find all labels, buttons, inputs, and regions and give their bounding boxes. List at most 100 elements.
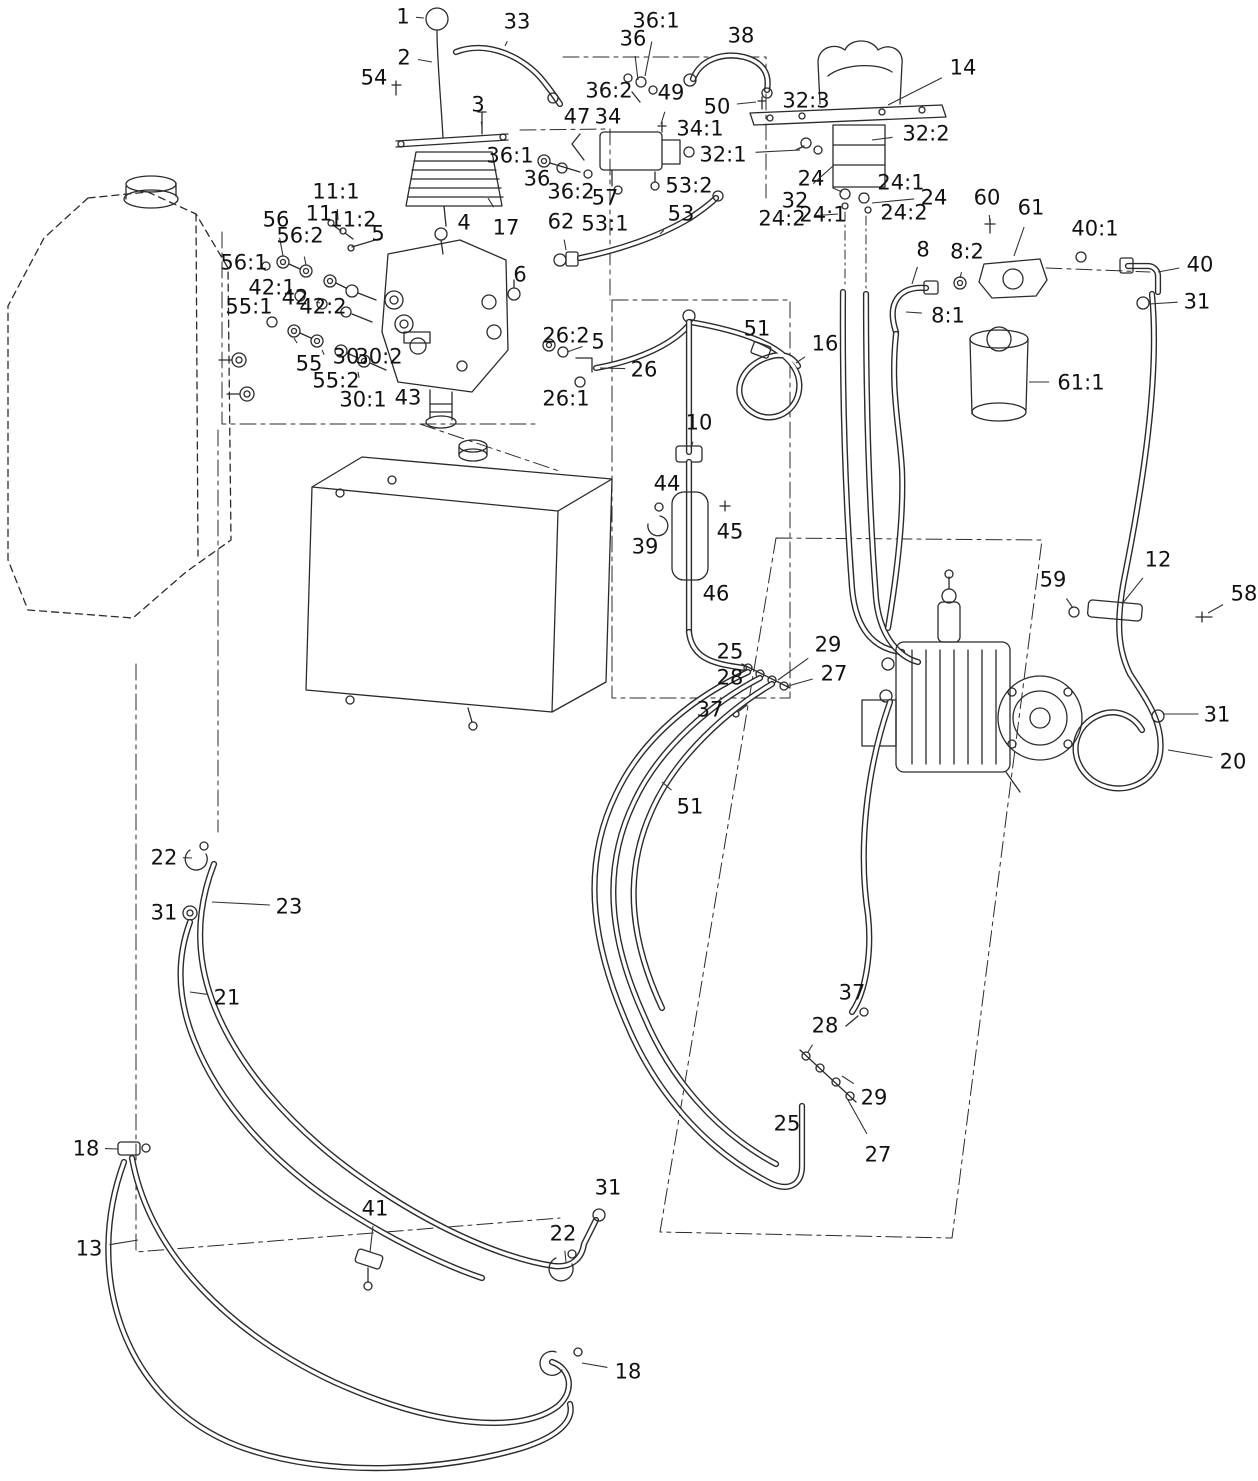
leader-41 [369, 1225, 374, 1253]
callout-23: 23 [276, 895, 303, 919]
leader-8 [911, 266, 918, 285]
leader-24 [832, 187, 843, 193]
callout-1: 1 [396, 5, 409, 29]
leader-33 [504, 40, 508, 47]
callout-45: 45 [717, 520, 744, 544]
callout-31: 31 [151, 901, 178, 925]
hose-10 [647, 309, 748, 672]
callout-11: 11 [306, 202, 333, 226]
callout-24: 24 [798, 167, 825, 191]
callout-27: 27 [865, 1143, 892, 1167]
hose-23 [197, 860, 606, 1270]
leader-21 [189, 991, 207, 995]
callout-55-1: 55:1 [225, 295, 272, 319]
leader-31 [1148, 301, 1178, 305]
fitting-18-left [117, 1141, 151, 1156]
leader-24-2 [814, 213, 839, 217]
callout-40: 40 [1187, 253, 1214, 277]
callout-17: 17 [493, 216, 520, 240]
leader-30-1 [357, 371, 360, 378]
callout-53: 53 [668, 202, 695, 226]
callout-8-1: 8:1 [931, 304, 965, 328]
callout-18: 18 [73, 1137, 100, 1161]
callout-32-3: 32:3 [782, 89, 829, 113]
clamp-12 [1068, 599, 1213, 623]
leader-1 [416, 16, 425, 19]
callout-40-1: 40:1 [1071, 217, 1118, 241]
leader-28 [807, 1044, 813, 1053]
leader-55 [293, 337, 298, 344]
callout-51: 51 [744, 317, 771, 341]
hose-33 [452, 44, 564, 108]
leader-5 [566, 345, 583, 353]
leader-56 [279, 237, 284, 257]
callout-42-2: 42:2 [299, 295, 346, 319]
callout-5: 5 [591, 330, 604, 354]
leader-56-2 [303, 256, 307, 266]
callout-58: 58 [1231, 582, 1258, 606]
callout-61: 61 [1018, 196, 1045, 220]
callout-56-1: 56:1 [220, 251, 267, 275]
oil-cooler [305, 439, 613, 731]
callout-34-1: 34:1 [676, 117, 723, 141]
callout-24: 24 [921, 186, 948, 210]
callout-18: 18 [615, 1360, 642, 1384]
callout-26-1: 26:1 [542, 387, 589, 411]
callout-31: 31 [1204, 703, 1231, 727]
callout-27: 27 [821, 662, 848, 686]
leader-29 [777, 657, 809, 681]
callout-26-2: 26:2 [542, 324, 589, 348]
callout-36-1: 36:1 [632, 9, 679, 33]
valve-assembly-14 [749, 40, 947, 291]
callout-3: 3 [471, 93, 484, 117]
callout-32-1: 32:1 [699, 143, 746, 167]
callout-14: 14 [950, 56, 977, 80]
callout-37: 37 [839, 981, 866, 1005]
valve-inlet-fittings [261, 219, 521, 371]
diagram-artwork [7, 7, 1213, 1472]
leader-10 [690, 441, 694, 449]
callout-59: 59 [1040, 568, 1067, 592]
callout-31: 31 [595, 1176, 622, 1200]
oil-filter-61-1 [969, 326, 1029, 422]
leader-27 [787, 678, 813, 687]
clamp-22-upper [184, 841, 209, 871]
callout-25: 25 [717, 640, 744, 664]
callout-22: 22 [151, 846, 178, 870]
leader-49 [660, 111, 666, 125]
callout-29: 29 [861, 1086, 888, 1110]
callout-13: 13 [76, 1237, 103, 1261]
callout-55-2: 55:2 [312, 369, 359, 393]
callout-28: 28 [812, 1014, 839, 1038]
callout-24-2: 24:2 [880, 201, 927, 225]
leader-53 [659, 229, 665, 235]
callout-38: 38 [728, 24, 755, 48]
callout-16: 16 [812, 332, 839, 356]
leader-29 [841, 1075, 855, 1085]
leader-11-1 [336, 209, 339, 221]
callout-26: 26 [631, 358, 658, 382]
leader-18 [581, 1362, 608, 1368]
callout-47: 47 [564, 105, 591, 129]
leader-24 [871, 198, 915, 204]
callout-36: 36 [524, 167, 551, 191]
leader-3 [480, 121, 483, 127]
leader-22 [564, 1250, 567, 1263]
leader-59 [1065, 598, 1074, 609]
callout-4: 4 [457, 211, 470, 235]
callout-28: 28 [717, 666, 744, 690]
callout-11-2: 11:2 [329, 208, 376, 232]
callout-5: 5 [371, 222, 384, 246]
leader-14 [887, 77, 943, 106]
tank-filler-cap [123, 175, 179, 209]
callout-30-1: 30:1 [339, 388, 386, 412]
pump-drain-hose [848, 698, 894, 1016]
leader-32-2 [871, 136, 893, 141]
callout-21: 21 [214, 986, 241, 1010]
callout-36: 36 [620, 27, 647, 51]
callout-44: 44 [654, 472, 681, 496]
callout-42: 42 [282, 286, 309, 310]
leader-16 [795, 356, 806, 364]
